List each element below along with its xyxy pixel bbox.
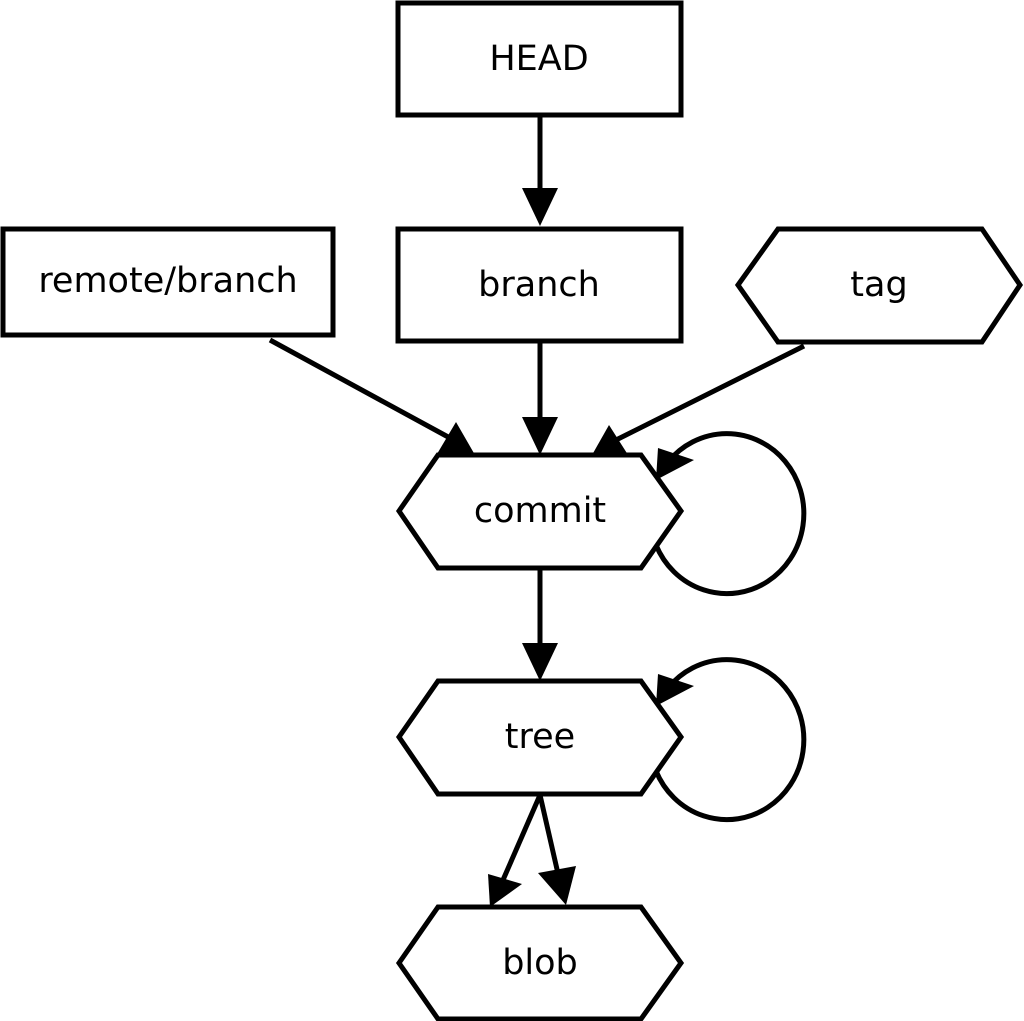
node-commit: commit	[395, 452, 685, 571]
node-blob-label: blob	[502, 943, 578, 983]
node-tree-shape	[395, 678, 685, 797]
arrowhead-icon	[538, 866, 576, 905]
arrowhead-icon	[656, 448, 694, 480]
node-commit-shape	[395, 452, 685, 571]
node-tree-label: tree	[505, 717, 575, 757]
arrowhead-icon	[522, 188, 558, 226]
node-tag: tag	[734, 226, 1024, 345]
node-blob-shape	[395, 904, 685, 1021]
node-blob: blob	[395, 904, 685, 1021]
edge-tree-to-blob-right	[537, 794, 576, 905]
node-tag-label: tag	[850, 265, 907, 305]
node-remote-branch: remote/branch	[0, 226, 336, 338]
arrowhead-icon	[522, 643, 558, 681]
edge-remote-branch-to-commit	[268, 337, 475, 455]
edge-commit-to-tree	[522, 569, 558, 681]
node-tag-shape	[734, 226, 1024, 345]
edge-branch-to-commit	[522, 343, 558, 455]
node-head-shape	[395, 0, 684, 118]
edge-commit-to-commit	[653, 431, 807, 597]
node-remote-branch-label: remote/branch	[38, 261, 297, 301]
edge-tree-to-blob-left	[488, 794, 543, 907]
edge-tag-to-commit	[592, 343, 806, 458]
node-commit-label: commit	[474, 491, 606, 531]
node-remote-branch-shape	[0, 226, 336, 338]
arrowhead-icon	[522, 417, 558, 455]
node-branch: branch	[395, 226, 684, 344]
edge-tree-to-tree	[653, 657, 807, 823]
arrowhead-icon	[488, 874, 522, 907]
node-head: HEAD	[395, 0, 684, 118]
arrowhead-icon	[592, 425, 630, 458]
node-tree: tree	[395, 678, 685, 797]
arrowhead-icon	[437, 422, 475, 455]
node-branch-label: branch	[478, 265, 600, 305]
node-head-label: HEAD	[489, 39, 588, 79]
node-branch-shape	[395, 226, 684, 344]
edge-head-to-branch	[522, 116, 558, 226]
arrowhead-icon	[656, 674, 694, 706]
